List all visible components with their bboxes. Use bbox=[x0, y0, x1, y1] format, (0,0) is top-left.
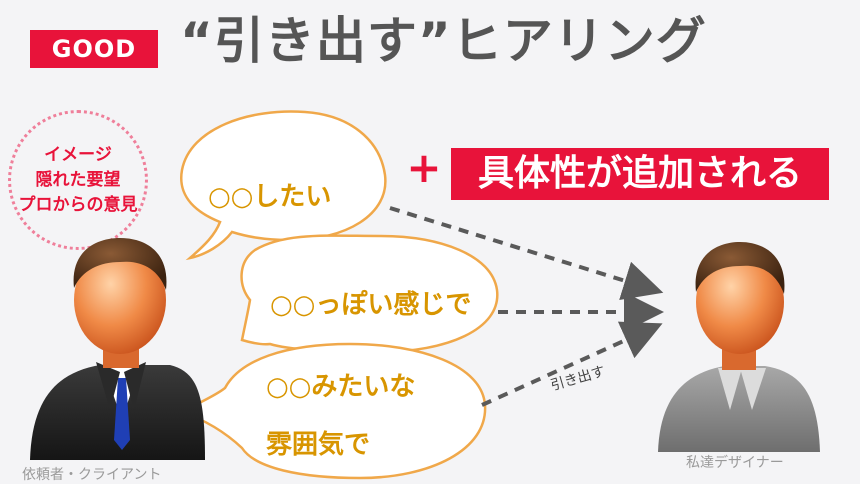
circle-note-line-1: イメージ bbox=[44, 144, 112, 165]
designer-avatar bbox=[658, 242, 820, 452]
dotted-circle-note: イメージ 隠れた要望 プロからの意見 bbox=[8, 110, 148, 250]
speech-bubble-1 bbox=[180, 110, 387, 261]
client-avatar bbox=[30, 238, 205, 460]
arrow-1 bbox=[389, 206, 664, 300]
specificity-highlight: 具体性が追加される bbox=[451, 148, 829, 200]
bubble-2-text: ○○っぽい感じで bbox=[270, 290, 472, 320]
circle-note-line-3: プロからの意見 bbox=[18, 194, 138, 215]
bubble-3-text-line-1: ○○みたいな bbox=[266, 372, 416, 402]
bubble-3-text-line-2: 雰囲気で bbox=[266, 430, 371, 460]
page-title: “引き出す”ヒアリング bbox=[180, 12, 707, 70]
arrow-3 bbox=[481, 321, 663, 407]
client-caption: 依頼者・クライアント bbox=[22, 467, 162, 483]
good-badge: GOOD bbox=[30, 30, 158, 68]
good-badge-label: GOOD bbox=[51, 35, 137, 63]
plus-icon: + bbox=[406, 143, 442, 192]
circle-note-line-2: 隠れた要望 bbox=[35, 169, 121, 190]
designer-caption: 私達デザイナー bbox=[686, 455, 784, 471]
bubble-1-text: ○○したい bbox=[208, 182, 332, 212]
